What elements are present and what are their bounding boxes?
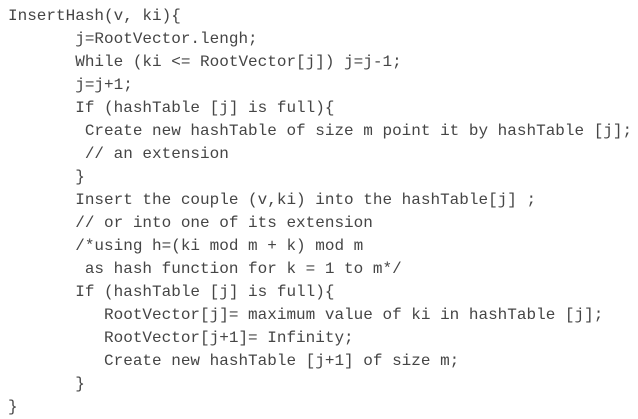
code-line: While (ki <= RootVector[j]) j=j-1;: [8, 53, 402, 71]
code-line: as hash function for k = 1 to m*/: [8, 260, 402, 278]
code-line: RootVector[j+1]= Infinity;: [8, 329, 354, 347]
code-line: // or into one of its extension: [8, 214, 373, 232]
code-line: InsertHash(v, ki){: [8, 7, 181, 25]
code-line: j=j+1;: [8, 76, 133, 94]
code-line: If (hashTable [j] is full){: [8, 283, 335, 301]
code-line: RootVector[j]= maximum value of ki in ha…: [8, 306, 604, 324]
code-line: /*using h=(ki mod m + k) mod m: [8, 237, 364, 255]
code-line: }: [8, 168, 85, 186]
code-line: Create new hashTable of size m point it …: [8, 122, 633, 140]
code-line: Insert the couple (v,ki) into the hashTa…: [8, 191, 537, 209]
code-line: Create new hashTable [j+1] of size m;: [8, 352, 460, 370]
code-line: }: [8, 398, 18, 416]
code-line: // an extension: [8, 145, 229, 163]
code-line: j=RootVector.lengh;: [8, 30, 258, 48]
code-line: }: [8, 375, 85, 393]
pseudocode-block: InsertHash(v, ki){ j=RootVector.lengh; W…: [8, 5, 638, 419]
code-line: If (hashTable [j] is full){: [8, 99, 335, 117]
